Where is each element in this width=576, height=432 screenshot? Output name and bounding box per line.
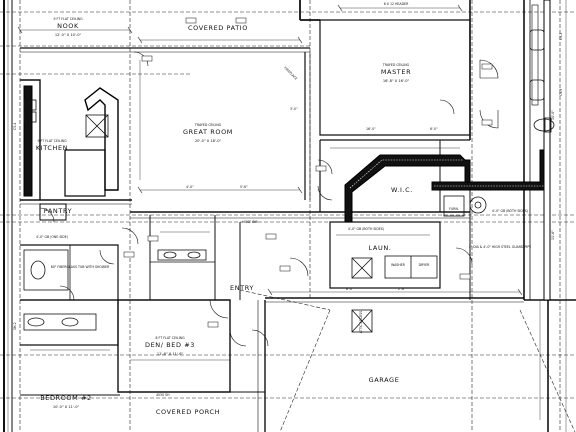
dim-text-1: 4'-0" [186,185,194,189]
room-name-den-bed: DEN/ BED #3 [145,341,195,349]
dim-text-9: 14'-0" [551,110,555,120]
note-washer: WASHER [391,263,406,267]
dim-text-8: 11'-6" [551,230,555,240]
walls [3,0,576,432]
room-name-master: MASTER [381,68,411,76]
note-dryer: DRYER [419,263,430,267]
room-name-nook: NOOK [57,22,79,30]
note-trayed-ceiling-great: TRAYED CEILING [194,123,222,127]
note-steel-pipe: 3" DIA & 4'-0" HIGH STEEL GUARD PIPE [469,245,532,249]
note-flat-ceiling-nook: 9 FT FLAT CEILING [53,17,83,21]
room-name-covered-porch: COVERED PORCH [156,408,220,416]
dim-text-4: 8'-0" [346,287,354,291]
note-header: 6 X 12 HEADER [384,2,409,6]
note-furn: FURN. [449,207,459,211]
dim-nook: 12'-0" X 10'-0" [55,33,82,37]
fixtures [23,29,555,333]
note-fiberglass-tub: 60" FIBERGLASS TUB WITH SHOWER [51,265,110,269]
room-dimensions: 12'-0" X 10'-0" 20'-0" X 18'-0" 16'-8" X… [53,33,410,409]
note-shelf-one-side: 4'-0" GB (ONE SIDE) [36,235,68,239]
window-label-3: CS-4 [13,123,17,130]
dim-text-7: 16'-0" [366,127,376,131]
dim-great-room: 20'-0" X 18'-0" [195,139,222,143]
note-attic-access: ATTIC ACCESS [359,311,363,334]
window-label-2: CS-3 [559,89,563,96]
room-name-great-room: GREAT ROOM [183,128,233,136]
dim-master: 16'-8" X 16'-0" [383,79,410,83]
callout-tags [123,17,493,328]
dimension-texts: 4'-0" 5'-6" 3'-0" 8'-0" 2'-6" 6'-0" 16'-… [186,107,555,291]
dim-text-3: 3'-0" [290,107,298,111]
dim-bedroom2: 10'-0" X 11'-0" [53,405,80,409]
dim-den-bed: 11'-6" X 11'-6" [157,352,184,356]
note-flat-ceiling-den: 8 FT FLAT CEILING [155,336,185,340]
room-name-kitchen: KITCHEN [36,144,68,152]
note-fireplace: FIREPLACE [283,66,298,81]
note-shelf-both-sides: 4'-0" GB (BOTH SIDES) [492,209,528,213]
room-name-garage: GARAGE [369,376,400,384]
note-wic-shelf: 4'-0" GB (BOTH SIDES) [348,227,384,231]
dimension-lines [7,0,567,432]
room-labels: NOOK COVERED PATIO MASTER GREAT ROOM KIT… [36,22,413,416]
room-name-bedroom2: BEDROOM #2 [40,394,92,402]
note-trayed-ceiling-master: TRAYED CEILING [382,63,410,67]
door-swings [39,51,499,347]
room-name-pantry: PANTRY [44,207,72,215]
dim-text-2: 5'-6" [240,185,248,189]
room-name-laun: LAUN. [369,244,392,252]
window-label-1: CS-2 [559,33,563,40]
room-name-entry: ENTRY [230,284,254,292]
room-name-wic: W.I.C. [391,186,413,194]
room-name-covered-patio: COVERED PATIO [188,24,248,32]
note-hose-bib: HOSE BIB [242,220,257,224]
dim-text-6: 6'-0" [430,127,438,131]
cabinet-runs [23,0,551,301]
window-label-4: SH-2 [13,322,17,330]
window-labels: CS-2 CS-3 CS-4 SH-2 4030 SH [13,33,563,397]
note-flat-ceiling-kitchen: 9 FT FLAT CEILING [37,139,67,143]
dim-text-5: 2'-6" [398,287,406,291]
window-label-5: 4030 SH [156,393,170,397]
